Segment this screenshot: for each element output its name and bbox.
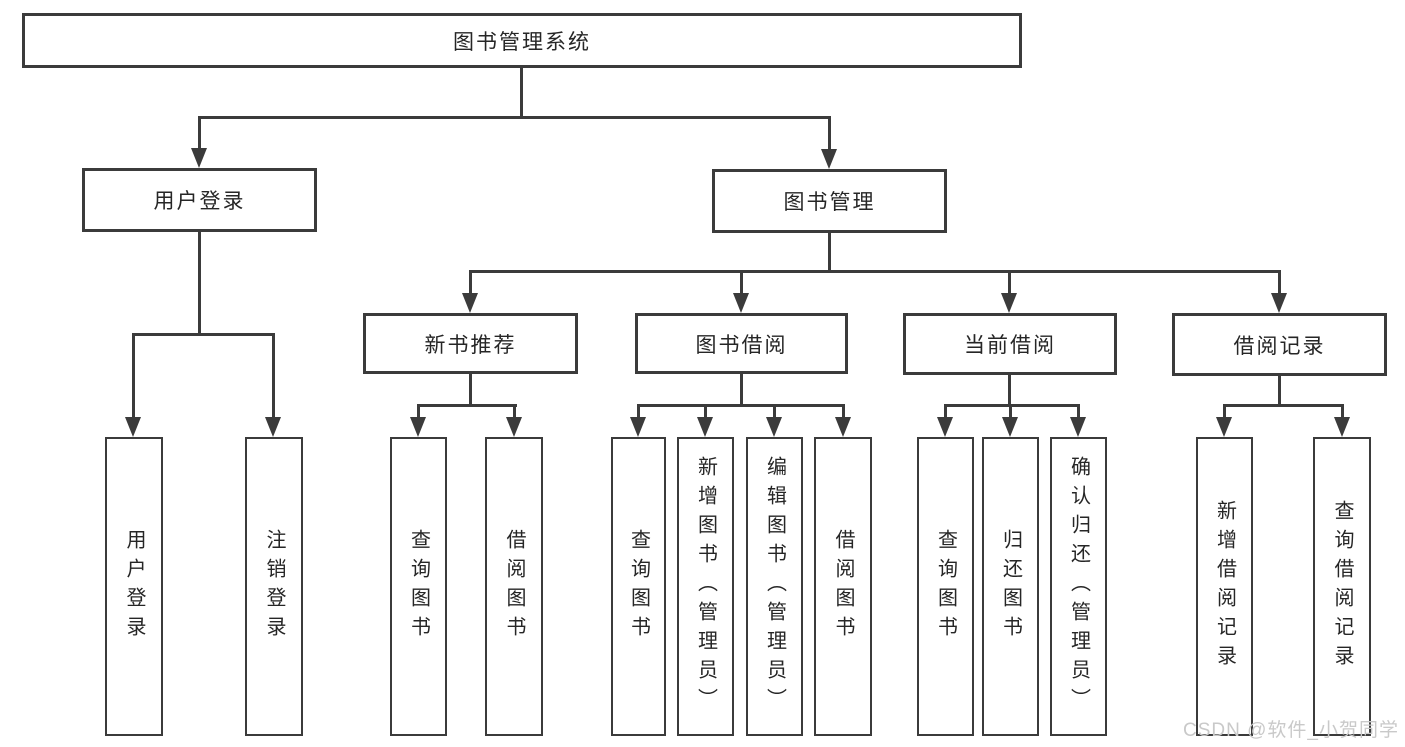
- connector-to-user-leaf-2: [272, 333, 275, 419]
- leaf-newbook-borrow-books: 借阅图书: [485, 437, 543, 736]
- connector-to-current: [1008, 270, 1011, 296]
- leaf-borrow-query-books-label: 查询图书: [627, 528, 650, 645]
- connector-to-borrow-leaf-1: [637, 404, 640, 419]
- leaf-borrow-add-books-admin-label: 新增图书（管理员）: [694, 456, 717, 717]
- leaf-newbook-query-books-label: 查询图书: [407, 528, 430, 645]
- connector-borrow-branch: [637, 404, 845, 407]
- connector-to-record-leaf-2: [1341, 404, 1344, 419]
- connector-bookmgmt-stem: [828, 233, 831, 273]
- connector-bookmgmt-branch: [469, 270, 1281, 273]
- node-book-borrow-label: 图书借阅: [695, 333, 788, 357]
- leaf-logout-label: 注销登录: [263, 528, 285, 645]
- arrow-down-icon: [766, 417, 782, 437]
- node-root-library-system: 图书管理系统: [22, 13, 1022, 68]
- arrow-down-icon: [506, 417, 522, 437]
- node-current-borrow-label: 当前借阅: [964, 334, 1056, 357]
- leaf-current-return-books: 归还图书: [982, 437, 1039, 736]
- connector-to-record-leaf-1: [1223, 404, 1226, 419]
- connector-record-stem: [1278, 376, 1281, 407]
- connector-borrow-stem: [740, 374, 743, 407]
- leaf-newbook-borrow-books-label: 借阅图书: [503, 528, 525, 645]
- connector-record-branch: [1223, 404, 1344, 407]
- arrow-down-icon: [265, 417, 281, 437]
- leaf-current-query-books: 查询图书: [917, 437, 974, 736]
- node-borrow-record-label: 借阅记录: [1233, 334, 1326, 358]
- connector-to-newbook-leaf-2: [513, 404, 516, 419]
- arrow-down-icon: [462, 293, 478, 313]
- csdn-watermark: CSDN @软件_小贺同学: [1183, 720, 1399, 741]
- leaf-current-confirm-return-admin: 确认归还（管理员）: [1050, 437, 1107, 736]
- connector-to-user-login: [198, 116, 201, 152]
- node-root-label: 图书管理系统: [453, 30, 591, 54]
- leaf-user-login: 用户登录: [105, 437, 163, 736]
- leaf-current-confirm-return-admin-label: 确认归还（管理员）: [1067, 456, 1090, 717]
- leaf-record-query-borrow-record: 查询借阅记录: [1313, 437, 1371, 736]
- connector-current-stem: [1008, 375, 1011, 407]
- connector-user-stem: [198, 232, 201, 335]
- connector-to-current-leaf-2: [1009, 404, 1012, 419]
- leaf-borrow-query-books: 查询图书: [611, 437, 666, 736]
- leaf-user-login-label: 用户登录: [123, 528, 145, 645]
- arrow-down-icon: [125, 417, 141, 437]
- connector-current-branch: [944, 404, 1080, 407]
- leaf-borrow-borrow-books-label: 借阅图书: [832, 528, 854, 645]
- connector-to-borrow-leaf-3: [773, 404, 776, 419]
- leaf-record-query-borrow-record-label: 查询借阅记录: [1331, 499, 1353, 674]
- arrow-down-icon: [1334, 417, 1350, 437]
- arrow-down-icon: [835, 417, 851, 437]
- connector-user-branch: [132, 333, 275, 336]
- leaf-borrow-add-books-admin: 新增图书（管理员）: [677, 437, 734, 736]
- connector-root-branch: [198, 116, 831, 119]
- leaf-borrow-edit-books-admin: 编辑图书（管理员）: [746, 437, 803, 736]
- connector-newbook-branch: [417, 404, 517, 407]
- leaf-current-return-books-label: 归还图书: [999, 528, 1022, 645]
- arrow-down-icon: [697, 417, 713, 437]
- leaf-record-add-borrow-record-label: 新增借阅记录: [1213, 499, 1236, 674]
- connector-to-record: [1278, 270, 1281, 296]
- connector-to-newbook: [469, 270, 472, 296]
- arrow-down-icon: [410, 417, 426, 437]
- arrow-down-icon: [733, 293, 749, 313]
- arrow-down-icon: [1070, 417, 1086, 437]
- leaf-logout: 注销登录: [245, 437, 303, 736]
- connector-to-borrow: [740, 270, 743, 296]
- connector-to-current-leaf-3: [1077, 404, 1080, 419]
- connector-to-current-leaf-1: [944, 404, 947, 419]
- connector-to-user-leaf-1: [132, 333, 135, 419]
- connector-to-newbook-leaf-1: [417, 404, 420, 419]
- leaf-record-add-borrow-record: 新增借阅记录: [1196, 437, 1253, 736]
- node-user-login: 用户登录: [82, 168, 317, 232]
- node-new-book-recommend: 新书推荐: [363, 313, 578, 374]
- connector-newbook-stem: [469, 374, 472, 407]
- node-book-management-label: 图书管理: [783, 191, 876, 214]
- connector-to-borrow-leaf-2: [704, 404, 707, 419]
- arrow-down-icon: [1216, 417, 1232, 437]
- arrow-down-icon: [821, 149, 837, 169]
- arrow-down-icon: [1002, 417, 1018, 437]
- leaf-newbook-query-books: 查询图书: [390, 437, 447, 736]
- node-current-borrow: 当前借阅: [903, 313, 1117, 375]
- connector-to-book-mgmt: [828, 116, 831, 153]
- arrow-down-icon: [937, 417, 953, 437]
- node-book-borrow: 图书借阅: [635, 313, 848, 374]
- arrow-down-icon: [1271, 293, 1287, 313]
- leaf-borrow-edit-books-admin-label: 编辑图书（管理员）: [763, 456, 786, 717]
- arrow-down-icon: [191, 148, 207, 168]
- node-new-book-recommend-label: 新书推荐: [424, 333, 517, 357]
- node-book-management: 图书管理: [712, 169, 947, 233]
- node-user-login-label: 用户登录: [153, 190, 246, 213]
- leaf-current-query-books-label: 查询图书: [934, 528, 957, 645]
- leaf-borrow-borrow-books: 借阅图书: [814, 437, 872, 736]
- connector-to-borrow-leaf-4: [842, 404, 845, 419]
- arrow-down-icon: [1001, 293, 1017, 313]
- connector-root-stem: [520, 68, 523, 118]
- arrow-down-icon: [630, 417, 646, 437]
- node-borrow-record: 借阅记录: [1172, 313, 1387, 376]
